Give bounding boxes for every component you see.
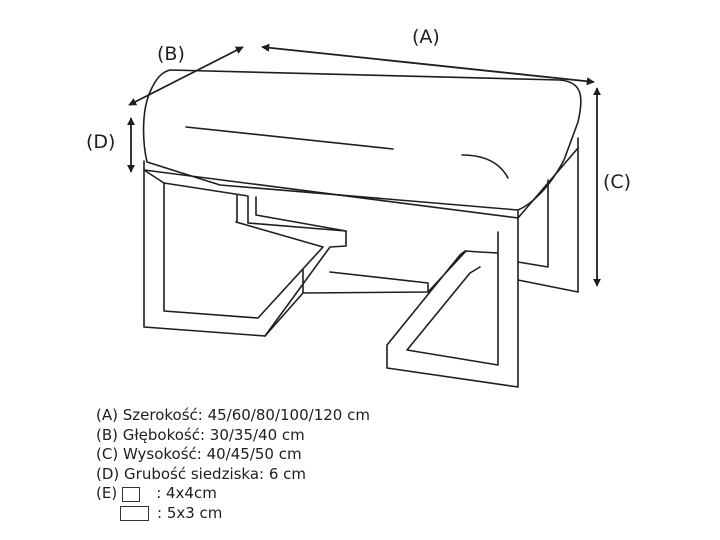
legend-item-text: (C) Wysokość: 40/45/50 cm — [96, 445, 302, 464]
dimension-arrow-a — [261, 43, 595, 86]
dimension-legend: (A) Szerokość: 45/60/80/100/120 cm (B) G… — [96, 406, 370, 524]
legend-item-profile-5x3: : 5x3 cm — [96, 504, 370, 524]
dimension-label-b: (B) — [157, 43, 185, 65]
legend-item-depth: (B) Głębokość: 30/35/40 cm — [96, 426, 370, 446]
legend-item-text: (D) Grubość siedziska: 6 cm — [96, 464, 307, 483]
front-right-leg — [386, 217, 519, 388]
legend-item-width: (A) Szerokość: 45/60/80/100/120 cm — [96, 406, 370, 426]
dimension-arrow-b — [128, 46, 244, 106]
rectangle-profile-icon — [120, 506, 149, 522]
frame-top-rail — [143, 137, 579, 219]
dimension-label-c: (C) — [603, 171, 631, 193]
legend-item-text: (B) Głębokość: 30/35/40 cm — [96, 425, 305, 444]
seat-crease-line — [461, 154, 509, 179]
legend-e-size-1: : 4x4cm — [156, 484, 217, 503]
legend-item-height: (C) Wysokość: 40/45/50 cm — [96, 445, 370, 465]
front-left-leg — [143, 169, 347, 337]
legend-item-profile-4x4: (E) : 4x4cm — [96, 484, 370, 504]
legend-item-seat-thickness: (D) Grubość siedziska: 6 cm — [96, 465, 370, 485]
legend-e-size-2: : 5x3 cm — [157, 503, 223, 522]
dimension-label-d: (D) — [86, 131, 115, 153]
back-right-leg — [517, 147, 579, 293]
seat-crease-line — [185, 126, 394, 150]
dimension-label-a: (A) — [412, 26, 440, 48]
legend-item-text: (A) Szerokość: 45/60/80/100/120 cm — [96, 406, 370, 424]
front-left-leg — [163, 182, 324, 319]
square-profile-icon — [122, 486, 141, 502]
legend-e-label: (E) — [96, 484, 118, 503]
back-left-leg — [236, 194, 347, 232]
seat-cushion — [142, 69, 582, 211]
